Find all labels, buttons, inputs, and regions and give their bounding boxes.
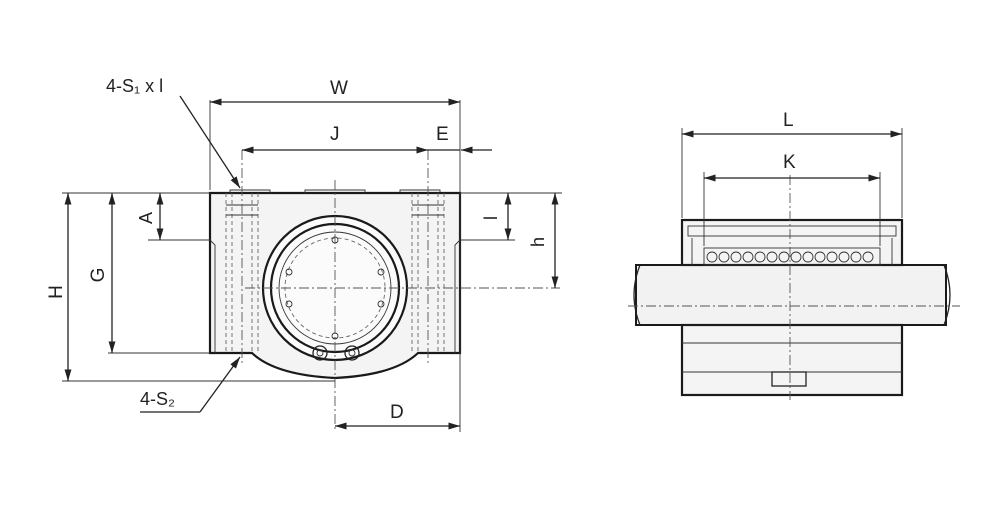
ball-track — [703, 247, 881, 266]
label-h-total: H — [46, 285, 67, 299]
label-length: L — [783, 110, 794, 131]
bolt-hole-left — [225, 193, 259, 353]
label-d: D — [390, 402, 404, 423]
bearing-bottom-housing — [680, 323, 904, 397]
front-view: W J E H G A l h D 4-S₁ x l 4-S₂ — [46, 76, 562, 432]
shoulder-left — [209, 239, 216, 353]
top-step-left — [229, 189, 271, 193]
bolt-hole-right — [411, 193, 445, 353]
label-w: W — [330, 78, 348, 99]
shaft-break-right — [943, 264, 951, 326]
label-j: J — [330, 124, 340, 145]
leader-s2 — [199, 356, 241, 413]
label-k: K — [783, 152, 796, 173]
top-step-right — [399, 189, 441, 193]
label-h-center: h — [528, 237, 548, 247]
leader-s1 — [179, 95, 241, 189]
ball-row — [706, 251, 874, 263]
label-l: l — [481, 216, 501, 220]
label-e: E — [436, 124, 449, 145]
grease-nipple — [771, 371, 807, 387]
grease-hole-right — [344, 345, 360, 361]
bearing-top-housing — [680, 218, 904, 267]
label-s1: 4-S₁ x l — [106, 76, 163, 96]
side-view: L K — [628, 110, 960, 400]
label-a: A — [136, 212, 156, 224]
shaft — [635, 264, 947, 326]
shaft-break-left — [633, 264, 641, 326]
shoulder-right — [454, 239, 461, 353]
seal-band — [687, 225, 897, 237]
label-s2: 4-S₂ — [140, 389, 175, 409]
label-g: G — [88, 268, 109, 283]
grease-hole-left — [312, 345, 328, 361]
